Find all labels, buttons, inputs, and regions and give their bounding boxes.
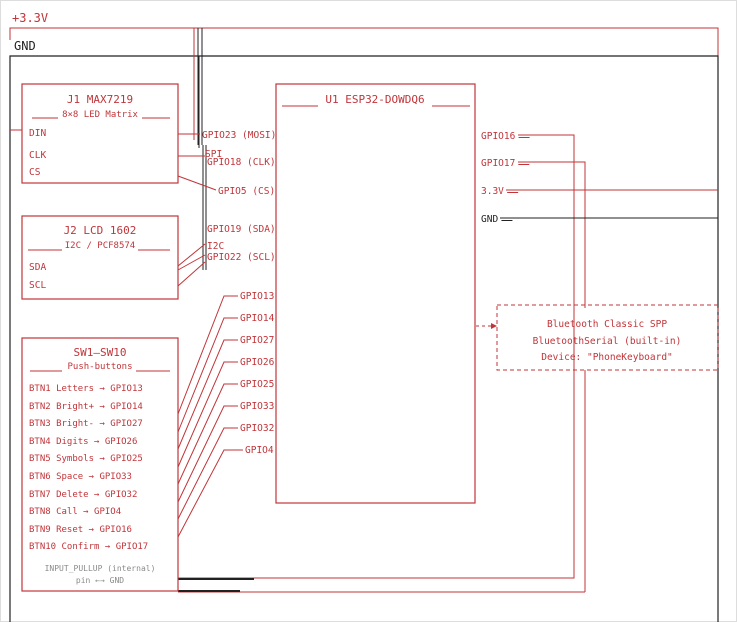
u1-pin-gnd: GND xyxy=(481,214,498,225)
j1-pin-din: DIN xyxy=(29,128,46,139)
j2-lcd1602-block: J2 LCD 1602 I2C / PCF8574 SDA SCL xyxy=(21,215,179,300)
u1-ref: U1 ESP32-DOWDQ6 xyxy=(325,93,424,106)
vcc-label: +3.3V xyxy=(12,11,48,25)
u1-pin-gpio33: GPIO33 xyxy=(240,401,274,412)
btn-label: BTN8 Call → GPIO4 xyxy=(29,507,121,517)
bluetooth-block: Bluetooth Classic SPP BluetoothSerial (b… xyxy=(476,304,719,371)
sw-ref: SW1–SW10 xyxy=(74,346,127,359)
spi-i2c-wires xyxy=(177,133,217,287)
btn-label: BTN2 Bright+ → GPIO14 xyxy=(29,402,143,412)
j1-ref: J1 MAX7219 xyxy=(67,93,133,106)
sw-note-pullup: INPUT_PULLUP (internal) xyxy=(45,564,156,573)
btn-label: BTN6 Space → GPIO33 xyxy=(29,472,132,482)
spi-bus-label: SPI xyxy=(205,149,222,160)
btn-label: BTN7 Delete → GPIO32 xyxy=(29,490,137,500)
u1-pin-3v3: 3.3V xyxy=(481,186,504,197)
bus-drops xyxy=(193,28,207,270)
j2-sub: I2C / PCF8574 xyxy=(65,241,135,251)
u1-pin-gpio23: GPIO23 (MOSI) xyxy=(202,130,276,141)
j1-sub: 8×8 LED Matrix xyxy=(62,110,138,120)
u1-pin-gpio25: GPIO25 xyxy=(240,379,274,390)
u1-pin-gpio32: GPIO32 xyxy=(240,423,274,434)
u1-pin-gpio26: GPIO26 xyxy=(240,357,275,368)
u1-pin-gpio14: GPIO14 xyxy=(240,313,275,324)
j1-max7219-block: J1 MAX7219 8×8 LED Matrix DIN CLK CS xyxy=(21,83,179,184)
btn-label: BTN3 Bright- → GPIO27 xyxy=(29,419,143,429)
btn-label: BTN10 Confirm → GPIO17 xyxy=(29,542,148,552)
u1-pin-gpio16: GPIO16 xyxy=(481,131,516,142)
u1-pin-gpio18: GPIO18 (CLK) xyxy=(207,157,276,168)
i2c-bus-label: I2C xyxy=(207,241,224,252)
sw-note-gnd: pin ←→ GND xyxy=(76,576,124,585)
u1-pin-gpio5: GPIO5 (CS) xyxy=(218,186,275,197)
btn-label: BTN4 Digits → GPIO26 xyxy=(29,437,137,447)
bt-line2: BluetoothSerial (built-in) xyxy=(533,336,682,347)
arrow-right-icon xyxy=(491,323,497,329)
gnd-label: GND xyxy=(14,39,36,53)
u1-pin-gpio19: GPIO19 (SDA) xyxy=(207,224,276,235)
j2-pin-scl: SCL xyxy=(29,280,46,291)
u1-esp32-block: U1 ESP32-DOWDQ6 xyxy=(275,83,476,504)
u1-pin-gpio17: GPIO17 xyxy=(481,158,515,169)
bt-line1: Bluetooth Classic SPP xyxy=(547,319,667,330)
switches-block: SW1–SW10 Push-buttons BTN1 Letters → GPI… xyxy=(21,337,179,592)
right-wires xyxy=(178,134,718,593)
u1-pin-gpio22: GPIO22 (SCL) xyxy=(207,252,276,263)
j1-pin-clk: CLK xyxy=(29,150,46,161)
u1-pin-gpio27: GPIO27 xyxy=(240,335,274,346)
btn-label: BTN5 Symbols → GPIO25 xyxy=(29,454,143,464)
button-wires xyxy=(177,295,243,538)
btn-label: BTN9 Reset → GPIO16 xyxy=(29,525,132,535)
bt-line3: Device: "PhoneKeyboard" xyxy=(541,352,673,363)
u1-pin-gpio4: GPIO4 xyxy=(245,445,274,456)
j2-ref: J2 LCD 1602 xyxy=(64,224,137,237)
btn-label: BTN1 Letters → GPIO13 xyxy=(29,384,143,394)
j1-pin-cs: CS xyxy=(29,167,41,178)
sw-sub: Push-buttons xyxy=(67,362,132,372)
j2-pin-sda: SDA xyxy=(29,262,46,273)
u1-pin-gpio13: GPIO13 xyxy=(240,291,274,302)
